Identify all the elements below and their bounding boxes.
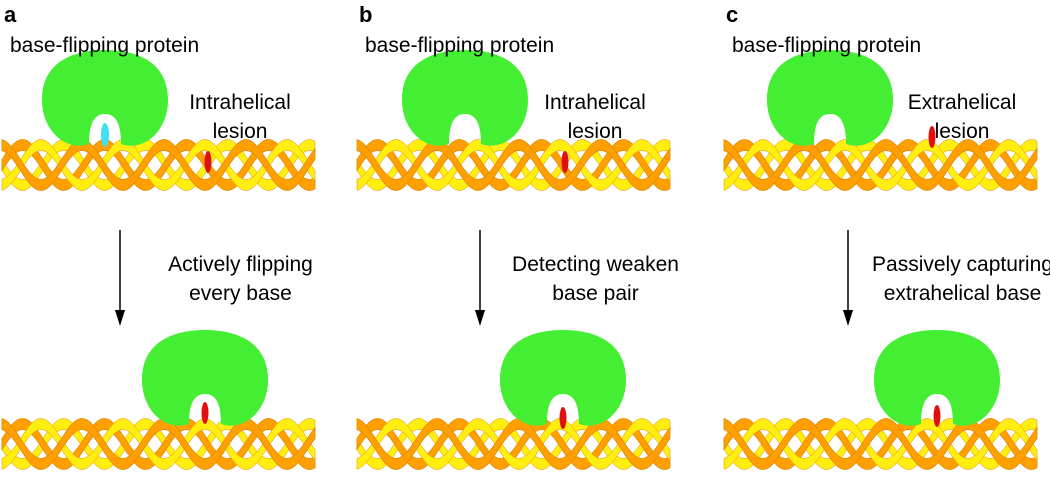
step-caption-line1: Detecting weaken (512, 253, 679, 276)
step-caption-line1: Actively flipping (168, 253, 313, 276)
dna-strand (1, 418, 316, 470)
protein-title: base-flipping protein (10, 34, 200, 57)
protein-shape (42, 50, 168, 146)
dna-helix-top (723, 139, 1038, 191)
dna-helix-bottom (356, 418, 671, 470)
lesion-caption: Intrahelical lesion (170, 88, 310, 146)
lesion-caption-line1: Extrahelical (907, 91, 1017, 114)
protein-shape (402, 50, 528, 146)
arrow-head (475, 310, 485, 326)
intrahelical-lesion-base (204, 151, 212, 173)
panel-b: b base-flipping protein Intrahelical les… (355, 0, 705, 477)
protein-shape (874, 330, 1000, 426)
panel-a: a base-flipping protein Intrahelical les… (0, 0, 350, 477)
dna-strand (356, 139, 671, 191)
lesion-caption: Extrahelical lesion (892, 88, 1032, 146)
panel-c: c base-flipping protein Extrahelical les… (722, 0, 1050, 477)
protein-top (402, 50, 528, 146)
down-arrow (475, 230, 485, 326)
step-caption: Passively capturing extrahelical base (855, 250, 1050, 308)
step-caption-line2: every base (189, 282, 292, 305)
dna-helix-bottom (723, 418, 1038, 470)
dna-strand (1, 139, 316, 191)
captured-lesion-base (559, 407, 567, 429)
step-caption: Detecting weaken base pair (488, 250, 703, 308)
protein-shape (500, 330, 626, 426)
protein-title: base-flipping protein (732, 34, 922, 57)
dna-strand (723, 139, 1038, 191)
captured-lesion-base (933, 405, 941, 427)
step-caption-line1: Passively capturing (872, 253, 1050, 276)
intrahelical-lesion-base (561, 151, 569, 173)
down-arrow (115, 230, 125, 326)
panel-label: a (4, 2, 17, 27)
step-caption-line2: base pair (552, 282, 639, 305)
lesion-caption-line2: lesion (567, 120, 623, 143)
arrow-head (843, 310, 853, 326)
panel-c-illustration (723, 50, 1038, 470)
lesion-caption-line2: lesion (934, 120, 990, 143)
protein-bottom (500, 330, 626, 426)
dna-strand (723, 418, 1038, 470)
panel-label: c (726, 2, 739, 27)
dna-helix-bottom (1, 418, 316, 470)
protein-top (767, 50, 893, 146)
arrow-head (115, 310, 125, 326)
dna-helix-top (1, 139, 316, 191)
protein-title: base-flipping protein (365, 34, 555, 57)
protein-top (42, 50, 168, 146)
protein-shape (142, 330, 268, 426)
lesion-caption: Intrahelical lesion (525, 88, 665, 146)
dna-strand (356, 418, 671, 470)
extrahelical-lesion-base (928, 126, 936, 148)
lesion-caption-line1: Intrahelical (189, 91, 291, 114)
panel-a-illustration (1, 50, 316, 470)
step-caption-line2: extrahelical base (883, 282, 1042, 305)
flipped-normal-base (101, 123, 109, 147)
panel-b-illustration (356, 50, 671, 470)
lesion-caption-line2: lesion (212, 120, 268, 143)
lesion-caption-line1: Intrahelical (544, 91, 646, 114)
protein-bottom (142, 330, 268, 426)
captured-lesion-base (201, 402, 209, 424)
protein-shape (767, 50, 893, 146)
step-caption: Actively flipping every base (133, 250, 348, 308)
panel-label: b (359, 2, 373, 27)
protein-bottom (874, 330, 1000, 426)
dna-helix-top (356, 139, 671, 191)
down-arrow (843, 230, 853, 326)
